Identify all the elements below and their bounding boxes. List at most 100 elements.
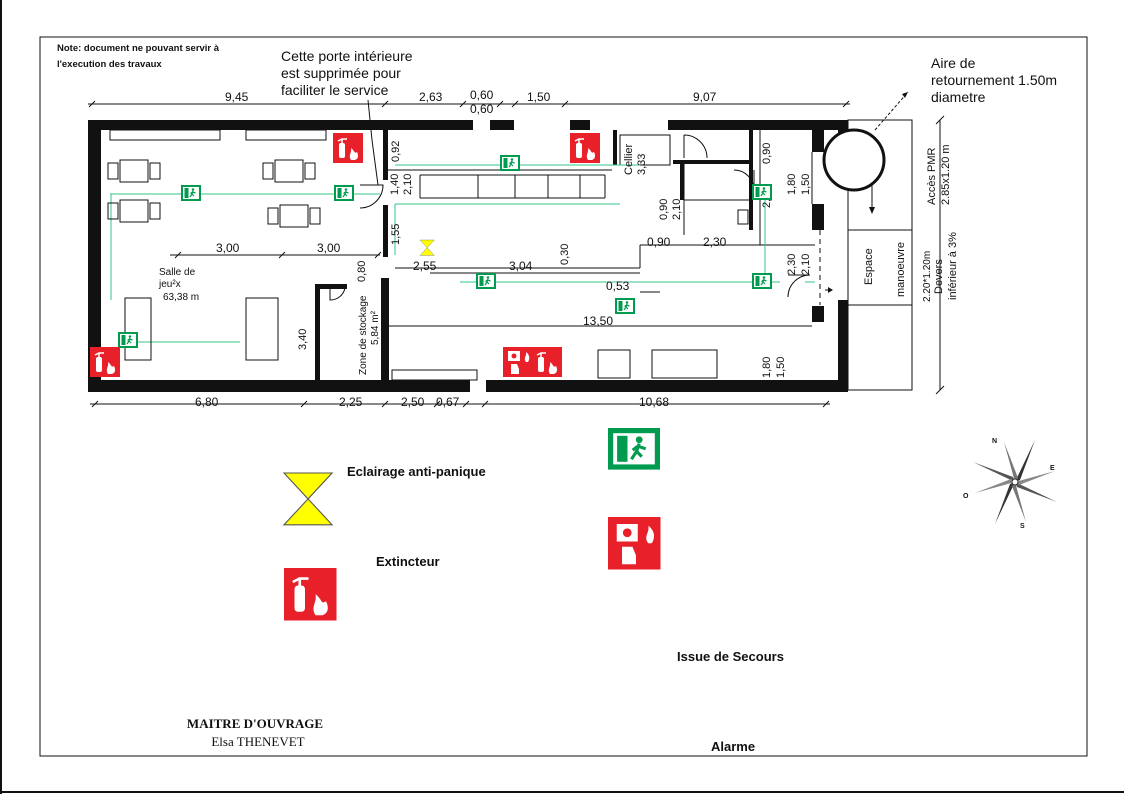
- door-note-line-2: est supprimée pour: [281, 65, 401, 81]
- dim-bottom-1068: 10,68: [639, 395, 669, 409]
- turning-circle: [822, 128, 886, 192]
- dim-304: 3,04: [509, 259, 533, 273]
- exit-sign-icon: [180, 184, 202, 202]
- compass-rose-icon: [973, 440, 1057, 524]
- dim-bottom-225: 2,25: [339, 395, 363, 409]
- dim-top-907: 9,07: [693, 90, 717, 104]
- dim-210-b: 2,10: [671, 199, 683, 220]
- dim-bottom-250: 2,50: [401, 395, 425, 409]
- dim-300-a: 3,00: [216, 241, 240, 255]
- extinguisher-icon: [89, 346, 121, 378]
- door-note-line-1: Cette porte intérieure: [281, 48, 413, 64]
- legend-extinguisher-icon: [282, 566, 338, 622]
- emergency-light-icon: [419, 239, 435, 256]
- exit-sign-icon: [117, 331, 139, 349]
- door-note-line-3: faciliter le service: [281, 82, 389, 98]
- extinguisher-icon: [569, 132, 601, 164]
- compass-north-label: N: [992, 438, 997, 445]
- page-left-border: [0, 0, 2, 794]
- exit-sign-icon: [333, 184, 355, 202]
- turning-note-leader: [874, 91, 909, 131]
- devers-label-line-1: Devers: [933, 259, 945, 294]
- acces-pmr-label: Accès PMR: [926, 147, 938, 205]
- dim-090-c: 0,90: [761, 143, 773, 164]
- dim-top-150: 1,50: [527, 90, 551, 104]
- bottom-dimension-line: [90, 400, 830, 408]
- room-salle-line-2: jeu²x: [158, 279, 181, 290]
- devers-label-line-2: inférieur à 3%: [947, 232, 959, 300]
- legend-exit-sign-icon: [606, 426, 662, 472]
- dim-053: 0,53: [606, 279, 630, 293]
- espace-label-line-2: manoeuvre: [895, 242, 907, 297]
- turning-note-line-1: Aire de: [931, 55, 976, 71]
- dim-210-a: 2,10: [402, 174, 414, 195]
- room-salle-line-1: Salle de: [159, 267, 196, 278]
- legend-extincteur-label: Extincteur: [376, 554, 440, 569]
- dim-top-060-b: 0,60: [470, 102, 494, 116]
- dim-255: 2,55: [413, 259, 437, 273]
- extinguisher-icon: [332, 132, 364, 164]
- owner-title: MAITRE D'OUVRAGE: [187, 716, 323, 731]
- owner-name: Elsa THENEVET: [211, 734, 304, 749]
- dim-top-945: 9,45: [225, 90, 249, 104]
- dim-top-263: 2,63: [419, 90, 443, 104]
- acces-pmr-size: 2.85x1.20 m: [940, 144, 952, 205]
- turning-note-arrowhead: [902, 92, 908, 98]
- legend-eclairage-label: Eclairage anti-panique: [347, 464, 486, 479]
- room-stockage-line-1: Zone de stockage: [358, 295, 369, 375]
- dim-bottom-680: 6,80: [195, 395, 219, 409]
- exit-sign-icon: [475, 272, 497, 290]
- extinguisher-icon: [531, 346, 563, 378]
- note-line-1: Note: document ne pouvant servir à: [57, 43, 220, 54]
- room-stockage-area: 5,84 m²: [370, 310, 381, 345]
- alarm-icon: [503, 347, 533, 377]
- page-frame: [39, 36, 1088, 757]
- exit-sign-icon: [499, 154, 521, 172]
- compass-east-label: E: [1050, 465, 1055, 472]
- dim-155: 1,55: [390, 224, 402, 245]
- dim-340: 3,40: [297, 329, 309, 350]
- legend-emergency-light-icon: [283, 472, 333, 526]
- dim-180-b: 1,80: [761, 357, 773, 378]
- legend-alarme-label: Alarme: [711, 739, 755, 754]
- dim-150-a: 1,50: [800, 174, 812, 195]
- exit-sign-icon: [751, 183, 773, 201]
- dim-090-b: 0,90: [658, 199, 670, 220]
- dim-140: 1,40: [389, 174, 401, 195]
- dim-210-c: 2,10: [800, 254, 812, 275]
- room-salle-area: 63,38 m: [163, 292, 199, 303]
- dim-030: 0,30: [559, 244, 571, 265]
- exterior-walls: [88, 120, 848, 392]
- dim-080: 0,80: [356, 261, 368, 282]
- compass-west-label: O: [963, 493, 969, 500]
- furniture: [107, 159, 321, 361]
- interior-dimension-lines: [170, 251, 660, 293]
- dim-180-a: 1,80: [786, 174, 798, 195]
- dim-090-a: 0,90: [647, 235, 671, 249]
- note-line-2: l'execution des travaux: [57, 59, 162, 70]
- dim-230: 2,30: [703, 235, 727, 249]
- room-cellier-dim: 3,33: [636, 154, 648, 175]
- top-dimension-line: [88, 100, 850, 108]
- dim-150-b: 1,50: [775, 357, 787, 378]
- dim-1350: 13,50: [583, 314, 613, 328]
- legend-alarm-icon: [608, 517, 661, 570]
- turning-note-line-3: diametre: [931, 89, 986, 105]
- legend-issue-label: Issue de Secours: [677, 649, 784, 664]
- dim-300-b: 3,00: [317, 241, 341, 255]
- dim-230-b: 2,30: [786, 254, 798, 275]
- compass-south-label: S: [1020, 523, 1025, 530]
- exit-sign-icon: [751, 272, 773, 290]
- room-cellier: Cellier: [623, 143, 635, 175]
- door-note-leader: [367, 99, 379, 186]
- pmr-access-zone: [825, 115, 945, 395]
- dim-bottom-067: 0,67: [436, 395, 460, 409]
- dim-092: 0,92: [390, 141, 402, 162]
- page-bottom-border: [0, 791, 1124, 793]
- espace-label-line-3: 2.20*1.20m: [922, 251, 933, 302]
- exit-sign-icon: [614, 297, 636, 315]
- turning-note-line-2: retournement 1.50m: [931, 72, 1057, 88]
- dim-top-060-a: 0,60: [470, 88, 494, 102]
- espace-label-line-1: Espace: [863, 248, 875, 285]
